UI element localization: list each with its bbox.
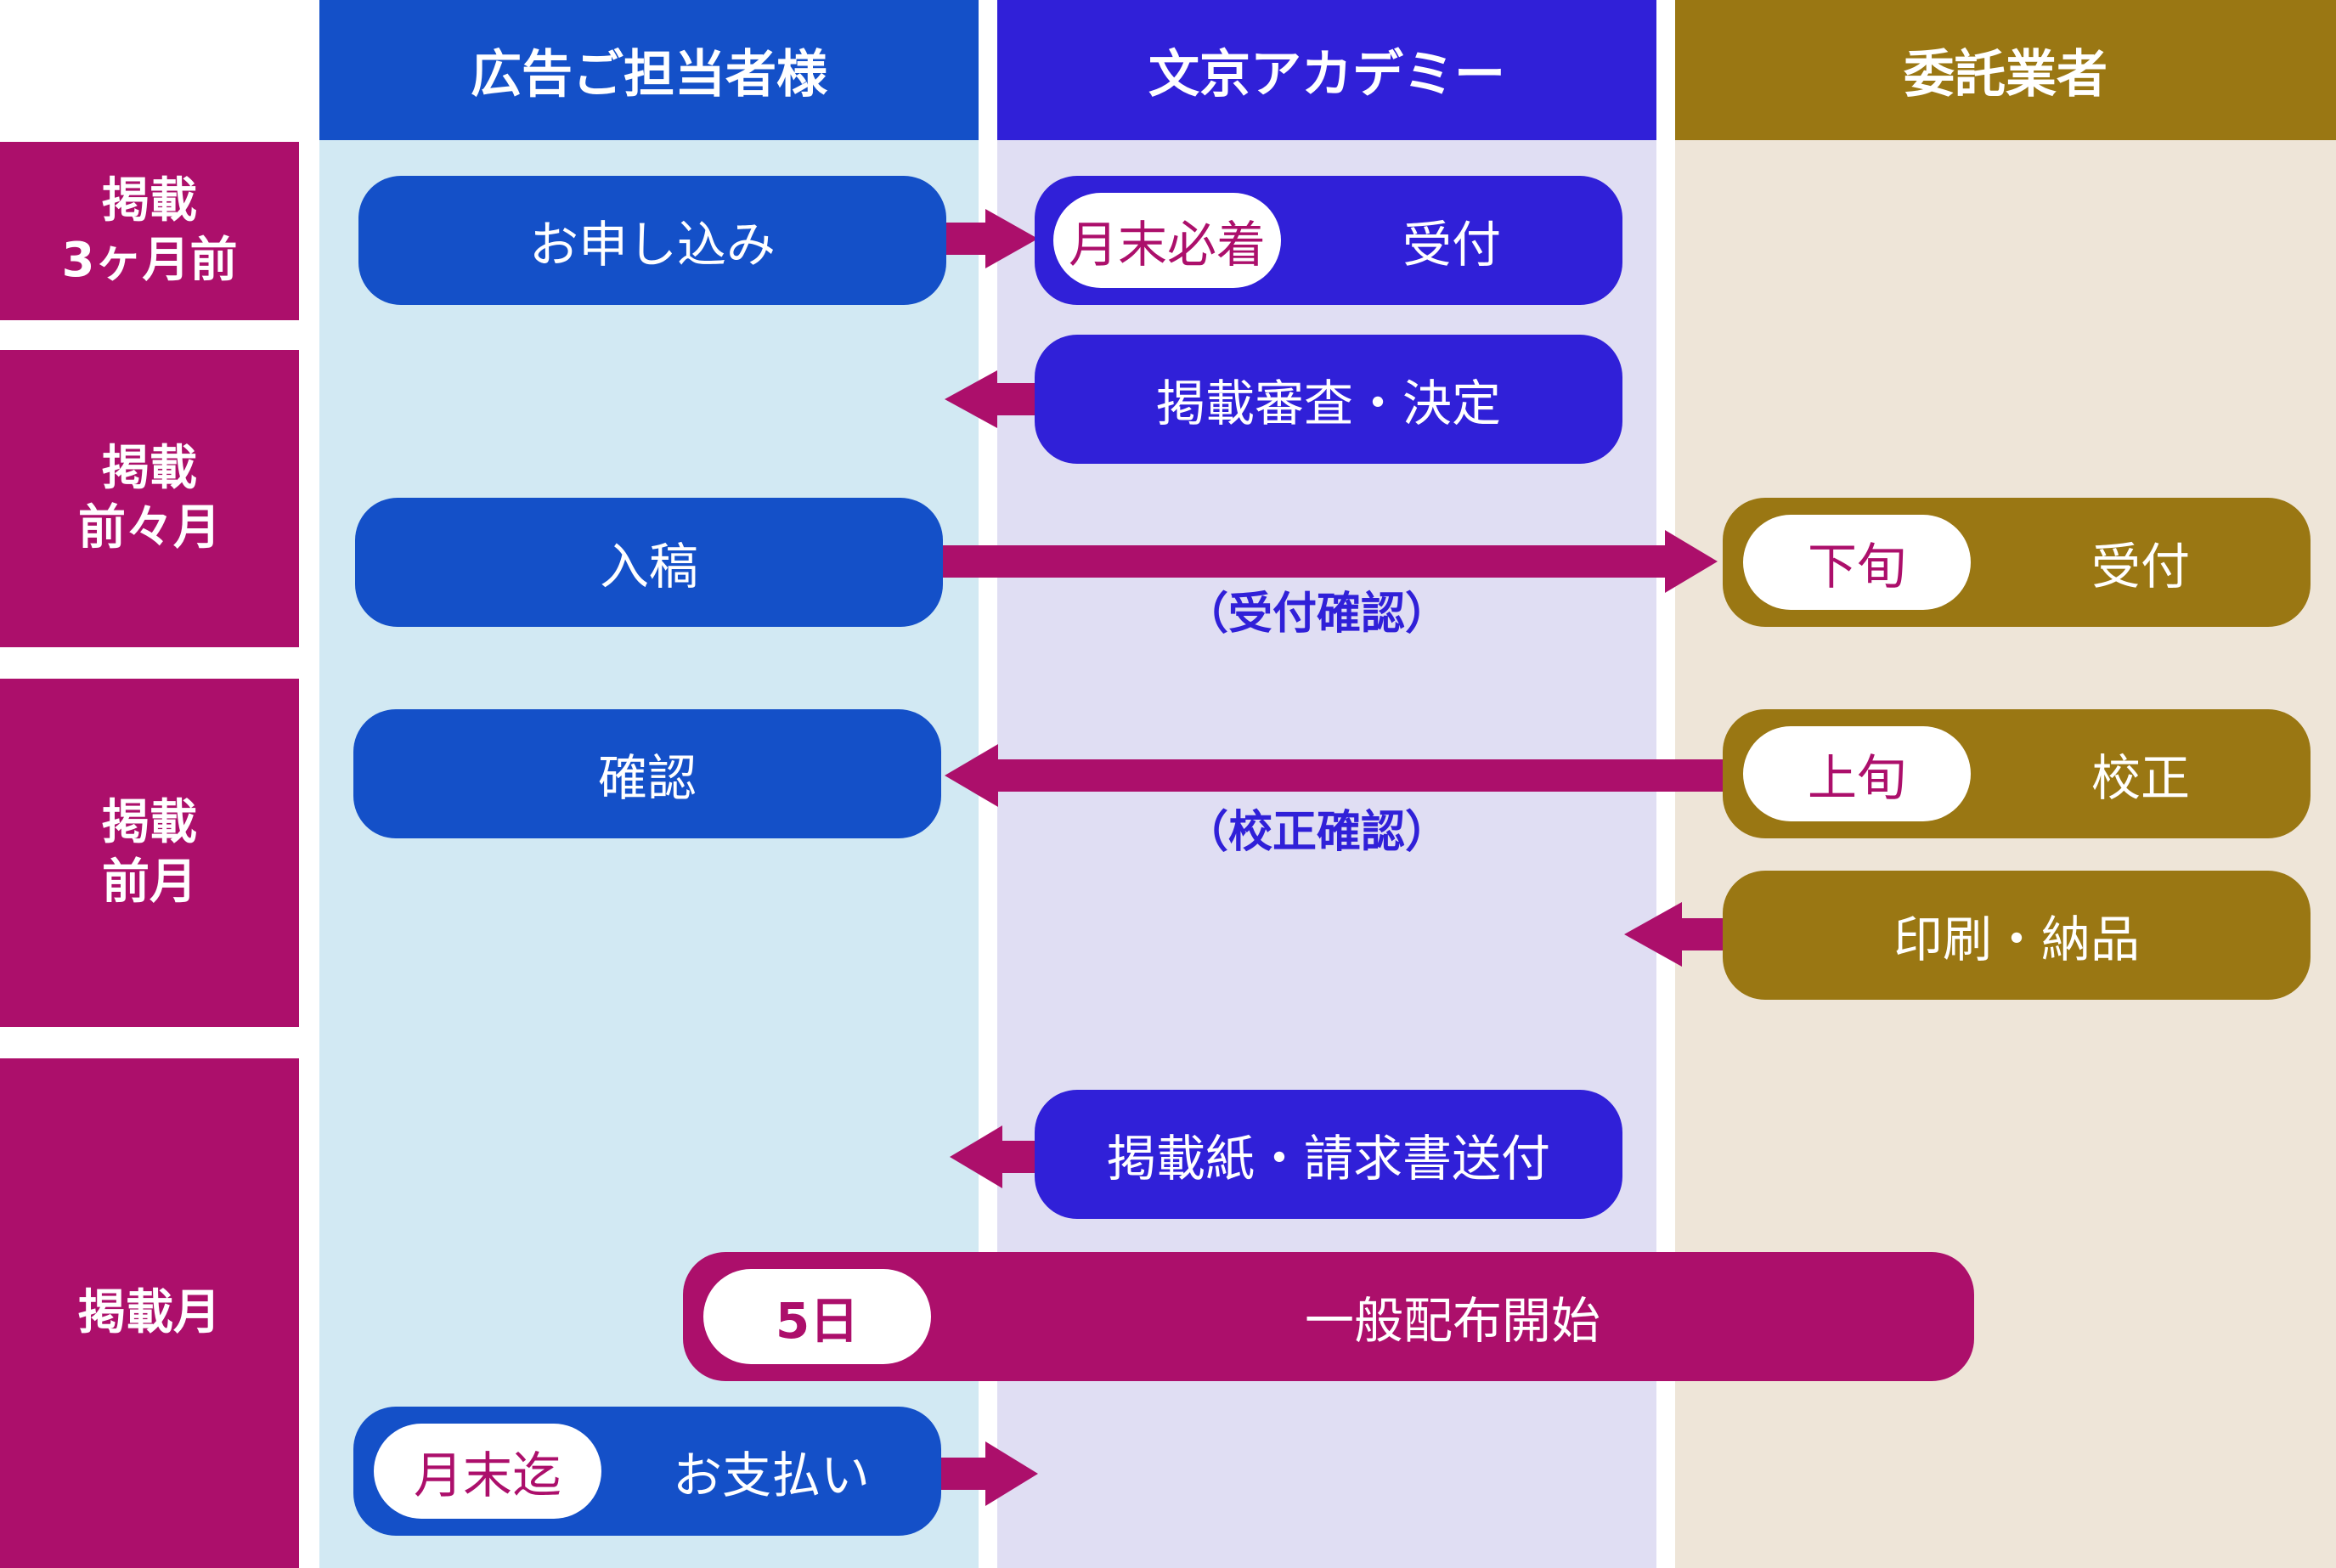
receive-confirm-note: （受付確認） — [1183, 589, 1449, 640]
arrow-submit-shaft — [943, 545, 1675, 578]
arrow-payment-head — [985, 1441, 1038, 1506]
period-2-months-before: 掲載 前々月 — [0, 350, 299, 647]
step-proof: 上旬 校正 — [1723, 709, 2311, 838]
step-distribute: 5日 一般配布開始 — [683, 1252, 1974, 1381]
arrow-proof-head — [945, 744, 998, 807]
step-distribute-tag: 5日 — [703, 1269, 931, 1364]
step-apply: お申し込み — [358, 176, 946, 305]
step-print-label: 印刷・納品 — [1893, 911, 2140, 968]
proof-confirm-note: （校正確認） — [1183, 807, 1449, 858]
arrow-review-head — [945, 370, 997, 428]
step-receive-apply-tag: 月末必着 — [1053, 193, 1281, 288]
step-payment-tag: 月末迄 — [374, 1424, 601, 1519]
step-receive-submit: 下旬 受付 — [1723, 498, 2311, 627]
step-proof-label: 校正 — [2091, 749, 2190, 807]
step-submit: 入稿 — [355, 498, 943, 627]
step-submit-label: 入稿 — [599, 538, 698, 595]
step-distribute-label: 一般配布開始 — [1304, 1292, 1600, 1350]
arrow-payment-shaft — [938, 1458, 989, 1490]
step-check: 確認 — [353, 709, 941, 838]
step-payment: 月末迄 お支払い — [353, 1407, 941, 1536]
lane-header-vendor: 委託業者 — [1675, 0, 2336, 140]
step-receive-apply-label: 受付 — [1402, 216, 1501, 274]
step-receive-submit-label: 受付 — [2091, 538, 2190, 595]
step-review-label: 掲載審査・決定 — [1155, 375, 1501, 432]
step-print: 印刷・納品 — [1723, 871, 2311, 1000]
step-send: 掲載紙・請求書送付 — [1035, 1090, 1622, 1219]
step-send-label: 掲載紙・請求書送付 — [1106, 1130, 1550, 1187]
period-month-before: 掲載 前月 — [0, 679, 299, 1027]
lane-header-client: 広告ご担当者様 — [319, 0, 979, 140]
period-publication-month: 掲載月 — [0, 1058, 299, 1568]
arrow-send-head — [950, 1125, 1002, 1188]
step-payment-label: お支払い — [672, 1447, 870, 1504]
step-review: 掲載審査・決定 — [1035, 335, 1622, 464]
arrow-submit-head — [1665, 530, 1718, 593]
lane-header-academy: 文京アカデミー — [997, 0, 1656, 140]
step-proof-tag: 上旬 — [1743, 726, 1971, 821]
step-check-label: 確認 — [597, 749, 697, 807]
step-receive-apply: 月末必着 受付 — [1035, 176, 1622, 305]
arrow-print-head — [1624, 902, 1682, 967]
arrow-proof-shaft — [992, 759, 1724, 792]
arrow-send-shaft — [999, 1141, 1041, 1173]
arrow-apply-head — [985, 209, 1038, 268]
period-3-months-before: 掲載 3ヶ月前 — [0, 142, 299, 320]
step-receive-submit-tag: 下旬 — [1743, 515, 1971, 610]
arrow-apply-shaft — [945, 223, 987, 255]
arrow-review-shaft — [996, 383, 1038, 415]
step-apply-label: お申し込み — [528, 216, 776, 274]
